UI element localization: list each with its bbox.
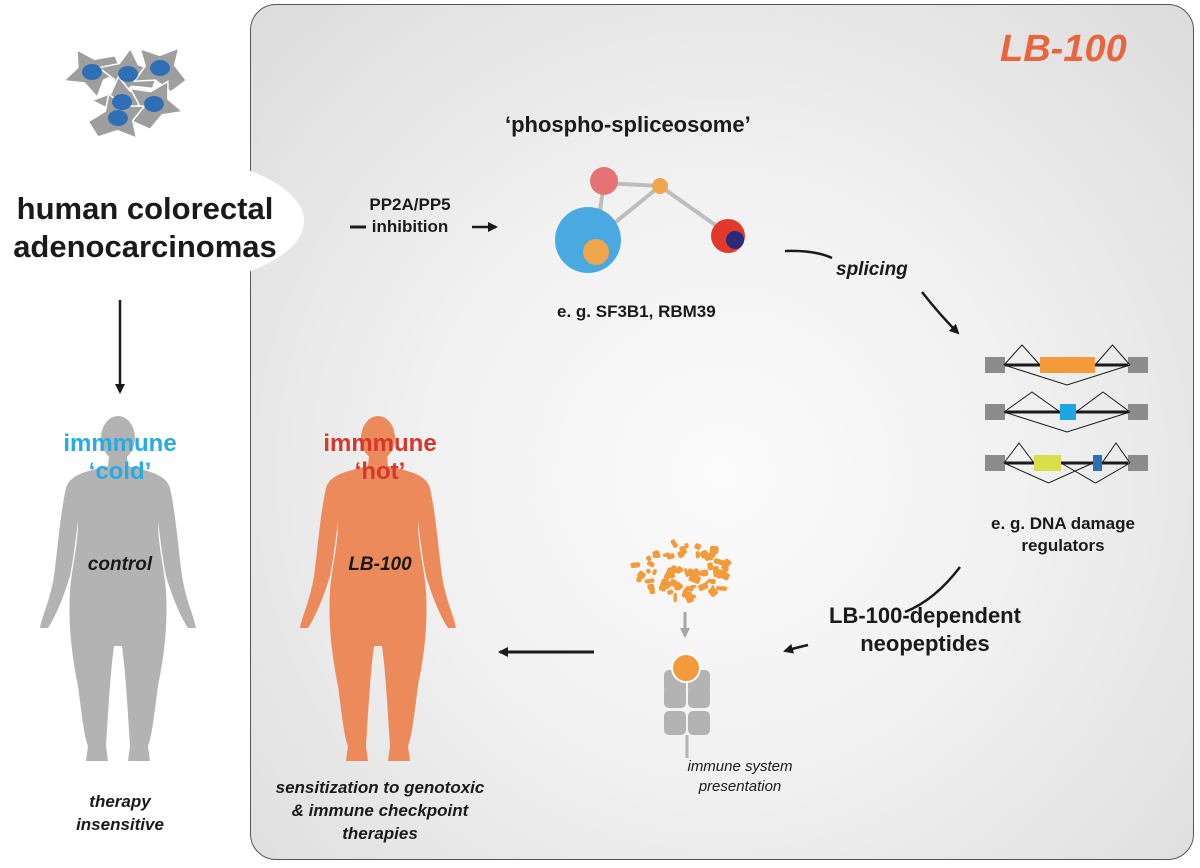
tumor-cell-body xyxy=(90,75,153,128)
cold-line1: immmune xyxy=(63,430,177,457)
spliceosome-example: e. g. SF3B1, RBM39 xyxy=(557,302,716,321)
tumor-label-line1: human colorectal xyxy=(16,191,274,226)
inhibition-label: PP2A/PP5 inhibition xyxy=(340,194,480,238)
control-label: control xyxy=(87,554,153,575)
presentation-line2: presentation xyxy=(698,778,782,795)
insensitive-line2: insensitive xyxy=(76,815,164,834)
tumor-label: human colorectal adenocarcinomas xyxy=(0,190,290,266)
presentation-line1: immune system xyxy=(687,758,793,775)
tumor-cell-nucleus xyxy=(144,96,164,112)
sensitization-label: sensitization to genotoxic & immune chec… xyxy=(255,776,505,845)
presentation-label: immune system presentation xyxy=(670,757,810,797)
tumor-cell-body xyxy=(97,47,159,99)
lb100-body-label: LB-100 xyxy=(348,554,412,575)
splicing-label: splicing xyxy=(836,259,908,280)
insensitive-line1: therapy xyxy=(89,792,151,811)
immune-hot-label: immmune ‘hot’ xyxy=(300,430,460,486)
tumor-cell-body xyxy=(87,92,147,140)
tumor-cell-body xyxy=(62,48,123,99)
immune-cold-label: immmune ‘cold’ xyxy=(40,430,200,486)
cold-line2: ‘cold’ xyxy=(88,458,152,485)
hot-line1: immmune xyxy=(323,430,437,457)
drug-title: LB-100 xyxy=(1000,28,1127,70)
sensitization-line3: therapies xyxy=(342,824,418,843)
tumor-cell-body xyxy=(128,80,185,131)
regulators-line1: e. g. DNA damage xyxy=(991,514,1135,533)
spliceosome-title: ‘phospho-spliceosome’ xyxy=(505,112,751,137)
neopeptides-label: LB-100-dependent neopeptides xyxy=(805,602,1045,658)
tumor-label-bubble xyxy=(0,152,304,290)
tumor-cell-nucleus xyxy=(82,64,102,80)
neopeptides-line2: neopeptides xyxy=(860,631,990,656)
neopeptides-line1: LB-100-dependent xyxy=(829,603,1021,628)
sensitization-line2: & immune checkpoint xyxy=(291,801,469,820)
regulators-label: e. g. DNA damage regulators xyxy=(968,513,1158,557)
tumor-cell-body xyxy=(132,46,188,93)
tumor-cell-nucleus xyxy=(150,60,170,76)
tumor-cells-icon xyxy=(62,46,188,140)
tumor-label-line2: adenocarcinomas xyxy=(13,229,277,264)
tumor-cell-nucleus xyxy=(118,66,138,82)
inhibition-line2: inhibition xyxy=(371,217,449,236)
tumor-cell-nucleus xyxy=(112,94,132,110)
sensitization-line1: sensitization to genotoxic xyxy=(275,778,485,797)
regulators-line2: regulators xyxy=(1021,536,1105,555)
tumor-cell-nucleus xyxy=(108,110,128,126)
hot-line2: ‘hot’ xyxy=(354,458,406,485)
therapy-insensitive-label: therapy insensitive xyxy=(40,790,200,836)
inhibition-line1: PP2A/PP5 xyxy=(369,195,451,214)
torso xyxy=(40,456,196,761)
